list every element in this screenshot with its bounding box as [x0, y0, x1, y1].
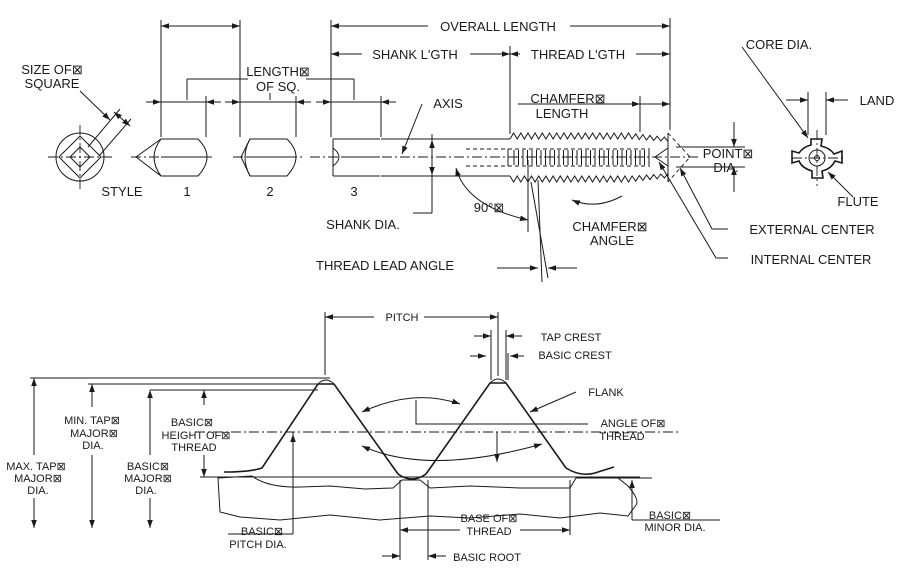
base-of-thread-label: BASE OF⊠: [461, 513, 518, 525]
length-of-sq-label: LENGTH⊠: [246, 64, 310, 79]
land-label: LAND: [860, 93, 895, 108]
thread-profile: [223, 382, 615, 480]
min-tap-major-label: MIN. TAP⊠: [64, 415, 120, 427]
square-style-1: [131, 138, 212, 177]
max-tap-major-label-2: MAJOR⊠: [14, 473, 62, 485]
length-dimensions: [161, 18, 671, 134]
chamfer-angle-arc: [571, 195, 623, 206]
basic-pitch-dia-label: BASIC⊠: [241, 526, 283, 538]
basic-major-label-3: DIA.: [135, 485, 156, 497]
basic-minor-dia-label-2: MINOR DIA.: [644, 522, 705, 534]
chamfer-length-label-2: LENGTH: [536, 106, 589, 121]
shank-length-label: SHANK L'GTH: [372, 47, 458, 62]
internal-center-label: INTERNAL CENTER: [751, 252, 872, 267]
core-dia-label: CORE DIA.: [746, 37, 812, 52]
style-2-label: 2: [266, 184, 273, 199]
basic-height-label: BASIC⊠: [171, 417, 213, 429]
external-center-label: EXTERNAL CENTER: [749, 222, 874, 237]
flute-label: FLUTE: [837, 194, 879, 209]
internal-center-leader: [658, 161, 728, 259]
tap-crest-label: TAP CREST: [541, 332, 602, 344]
basic-major-label-2: MAJOR⊠: [124, 473, 172, 485]
style-label: STYLE: [101, 184, 143, 199]
core-dia-leader: [741, 46, 809, 139]
length-of-square-dimension: [146, 20, 396, 137]
tap-end-view: [791, 130, 845, 186]
thread-base-material: [217, 475, 638, 521]
chamfer-angle-label-2: ANGLE: [590, 233, 634, 248]
axis-label: AXIS: [433, 96, 463, 111]
chamfer-length-label: CHAMFER⊠: [530, 91, 605, 106]
chamfer-angle-label: CHAMFER⊠: [572, 219, 647, 234]
style-1-label: 1: [183, 184, 190, 199]
point-dia-dimension: [676, 122, 745, 192]
shank-dia-dimension: [413, 134, 435, 214]
thread-profile-view: PITCH TAP CREST BASIC CREST FLANK ANGLE …: [6, 312, 720, 564]
max-tap-major-label: MAX. TAP⊠: [6, 461, 66, 473]
size-of-square-label-2: SQUARE: [25, 76, 80, 91]
basic-root-label: BASIC ROOT: [453, 552, 521, 564]
thread-length-label: THREAD L'GTH: [531, 47, 625, 62]
thread-lead-angle-dimension: [497, 179, 577, 283]
length-of-sq-label-2: OF SQ.: [256, 79, 300, 94]
square-end-view: [48, 90, 132, 189]
external-center-leader: [679, 167, 728, 230]
max-tap-major-label-3: DIA.: [27, 485, 48, 497]
point-dia-label: POINT⊠: [703, 146, 754, 161]
tap-view: SIZE OF⊠ SQUARE STYLE 1 2 3: [21, 18, 895, 283]
pitch-label: PITCH: [386, 312, 419, 324]
flank-label: FLANK: [588, 387, 624, 399]
base-of-thread-label-2: THREAD: [466, 526, 511, 538]
basic-minor-dia-label: BASIC⊠: [649, 510, 691, 522]
min-tap-major-label-2: MAJOR⊠: [70, 428, 118, 440]
basic-major-label: BASIC⊠: [127, 461, 169, 473]
square-style-3: [332, 138, 380, 177]
angle-of-thread-label-2: THREAD: [599, 431, 644, 443]
basic-pitch-dia-label-2: PITCH DIA.: [229, 539, 286, 551]
thread-lead-angle-label: THREAD LEAD ANGLE: [316, 258, 454, 273]
shank-dia-label: SHANK DIA.: [326, 217, 400, 232]
point-dia-label-2: DIA.: [713, 160, 738, 175]
basic-height-label-2: HEIGHT OF⊠: [162, 430, 231, 442]
min-tap-major-label-3: DIA.: [82, 440, 103, 452]
land-dimension: [786, 92, 848, 135]
square-style-2: [233, 138, 302, 177]
style-3-label: 3: [350, 184, 357, 199]
overall-length-label: OVERALL LENGTH: [440, 19, 556, 34]
angle-90-arc: [455, 167, 529, 221]
size-of-square-label: SIZE OF⊠: [21, 62, 82, 77]
basic-crest-label: BASIC CREST: [538, 350, 612, 362]
angle-of-thread-label: ANGLE OF⊠: [601, 418, 666, 430]
angle-90-label: 90°⊠: [474, 200, 505, 215]
basic-height-label-3: THREAD: [171, 442, 216, 454]
flute-leader: [827, 171, 854, 198]
axis-leader: [401, 103, 423, 155]
